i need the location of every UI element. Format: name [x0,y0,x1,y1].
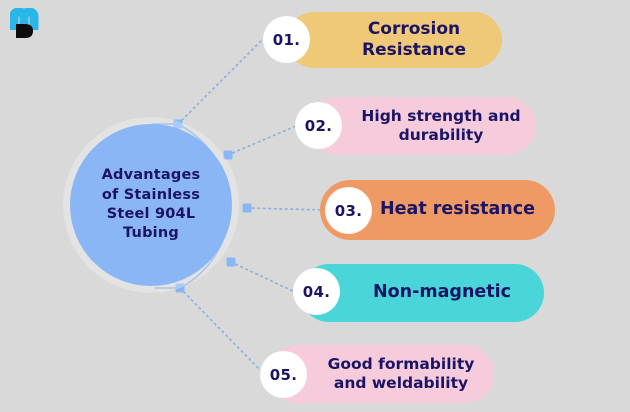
center-hub: Advantages of Stainless Steel 904L Tubin… [70,124,232,286]
advantage-pill-1[interactable]: Corrosion Resistance [286,12,502,68]
advantage-label-2: High strength and durability [361,107,521,144]
advantage-number-badge-5: 05. [261,352,306,397]
connector-node [175,283,185,293]
connector-node [226,257,236,267]
advantage-pill-4[interactable]: Non-magnetic [300,264,544,322]
advantage-number-badge-4: 04. [294,269,339,314]
advantage-label-1: Corrosion Resistance [362,19,466,60]
advantage-number-badge-2: 02. [296,103,341,148]
brand-logo-icon [9,7,62,52]
center-hub-title: Advantages of Stainless Steel 904L Tubin… [101,167,201,242]
connector-node [242,203,252,213]
advantage-pill-5[interactable]: Good formability and weldability [268,345,494,403]
advantage-number-badge-1: 01. [264,17,309,62]
advantage-pill-2[interactable]: High strength and durability [308,97,536,155]
advantage-label-3: Heat resistance [380,199,535,220]
advantage-number-badge-3: 03. [326,188,371,233]
advantage-label-5: Good formability and weldability [327,355,475,392]
advantage-label-4: Non-magnetic [372,282,512,303]
connector-node [223,150,233,160]
